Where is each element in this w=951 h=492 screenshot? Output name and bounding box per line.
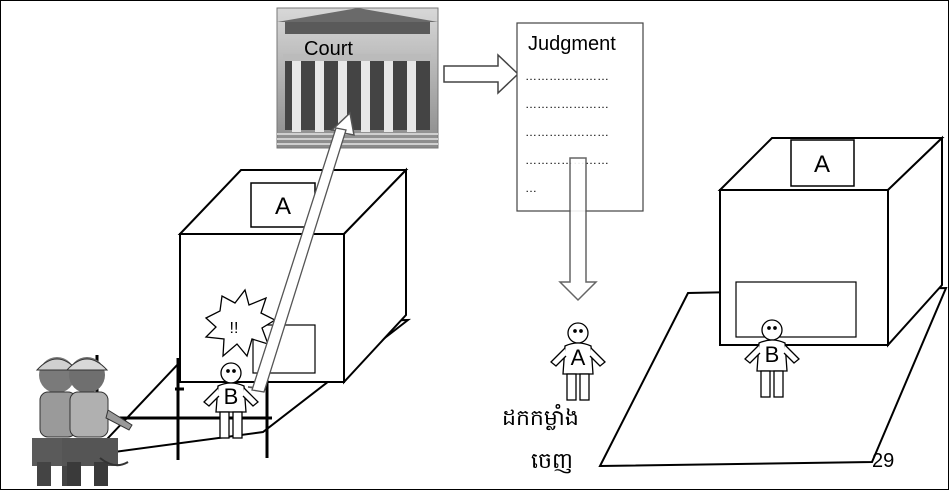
judgment-line: ………………… bbox=[525, 125, 609, 139]
caption-line-1: ដកកម្លាំង bbox=[502, 404, 579, 431]
workers-icon bbox=[32, 357, 133, 486]
court-label: Court bbox=[304, 38, 353, 60]
arrow-down-to-a bbox=[558, 157, 598, 302]
judgment-line: ………………… bbox=[525, 153, 609, 167]
person-b-right-label: B bbox=[765, 342, 780, 367]
arrow-to-judgment bbox=[443, 53, 520, 95]
judgment-title: Judgment bbox=[528, 33, 616, 55]
right-house-sign: A bbox=[790, 139, 855, 187]
person-b-right bbox=[744, 319, 800, 398]
page-number: 29 bbox=[872, 450, 894, 472]
judgment-line: ………………… bbox=[525, 69, 609, 83]
person-b-left bbox=[203, 362, 259, 439]
person-a-label: A bbox=[571, 345, 586, 370]
left-sign-label: A bbox=[275, 193, 291, 220]
person-b-left-label: B bbox=[224, 384, 239, 409]
judgment-line: … bbox=[525, 181, 537, 195]
right-house bbox=[598, 135, 948, 468]
exclaim-text: !! bbox=[230, 320, 239, 337]
person-a-middle bbox=[550, 322, 606, 401]
judgment-document: Judgment ………………… ………………… ………………… …………………… bbox=[516, 22, 644, 212]
court-photo: Court bbox=[276, 7, 439, 149]
caption-line-2: ចេញ bbox=[531, 449, 573, 474]
judgment-line: ………………… bbox=[525, 97, 609, 111]
right-sign-label: A bbox=[814, 151, 830, 178]
left-house-sign: A bbox=[250, 182, 316, 228]
exclamation-burst: !! bbox=[204, 288, 277, 358]
